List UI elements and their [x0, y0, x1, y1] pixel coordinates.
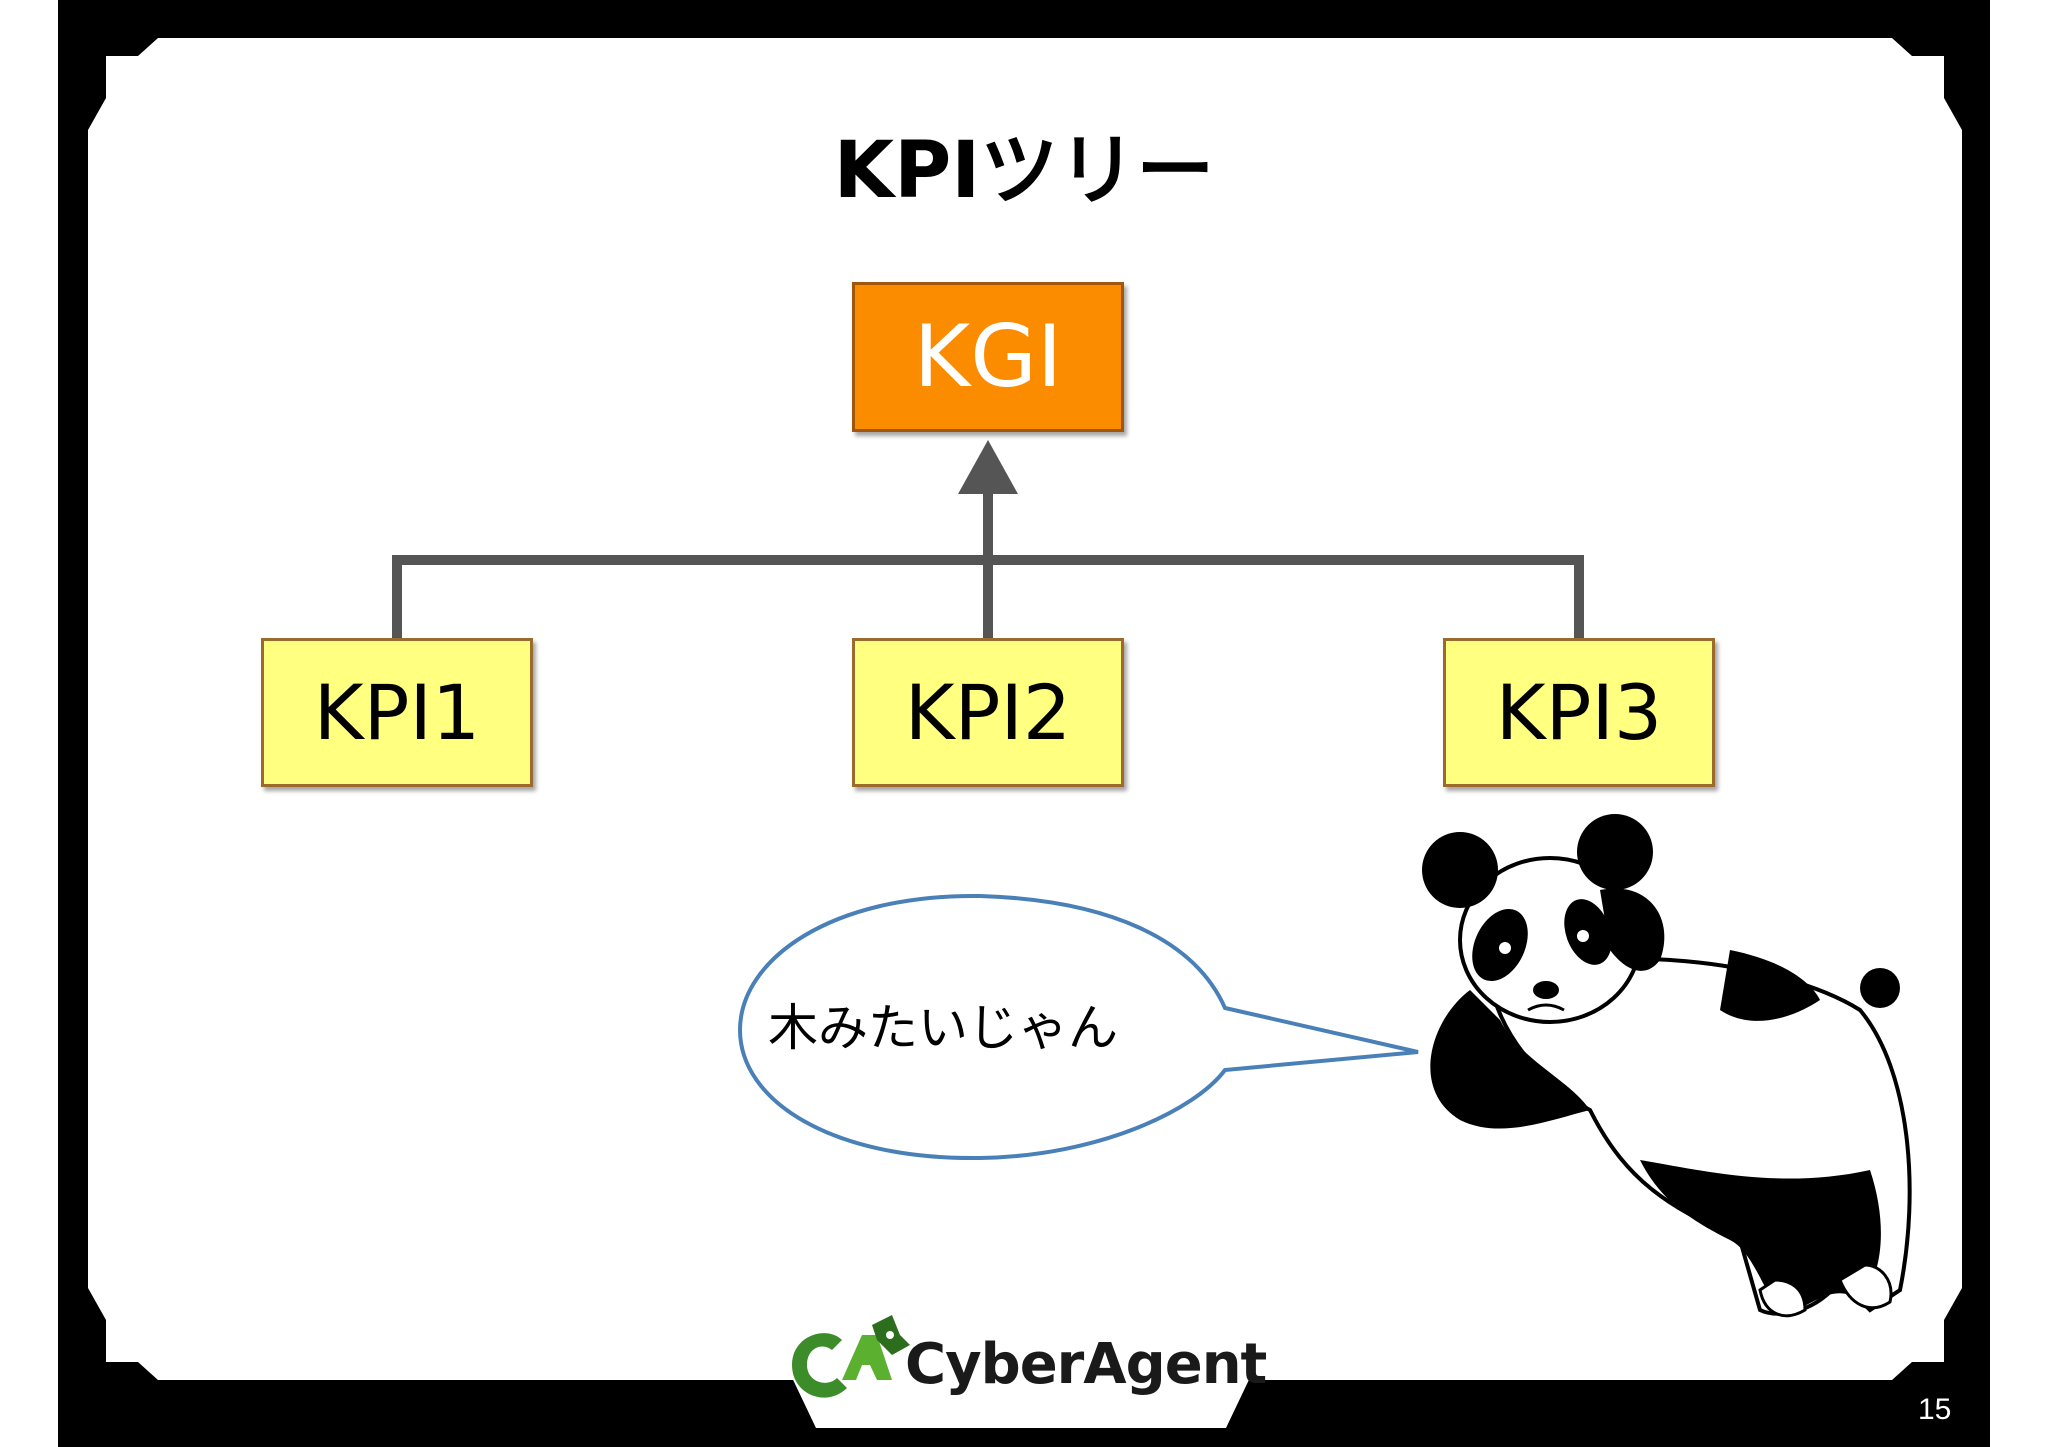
corner-bracket-top-left — [88, 38, 158, 130]
kpi1-box: KPI1 — [261, 638, 533, 787]
page-number: 15 — [1918, 1393, 1952, 1426]
connector-kpi1 — [392, 555, 993, 641]
connector-kpi3 — [983, 555, 1584, 641]
arrow-head — [958, 440, 1018, 494]
slide-title: KPIツリー — [833, 126, 1215, 216]
kgi-box: KGI — [852, 282, 1124, 432]
panda-illustration — [1422, 814, 1912, 1318]
corner-bracket-bottom-left — [88, 1288, 158, 1380]
speech-bubble-text: 木みたいじゃん — [768, 999, 1118, 1057]
kpi3-box: KPI3 — [1443, 638, 1715, 787]
kpi2-box: KPI2 — [852, 638, 1124, 787]
corner-bracket-bottom-right — [1892, 1288, 1962, 1380]
cyberagent-logo-icon — [792, 1315, 910, 1398]
corner-bracket-top-right — [1892, 38, 1962, 130]
cyberagent-logo-text: CyberAgent — [905, 1332, 1267, 1397]
